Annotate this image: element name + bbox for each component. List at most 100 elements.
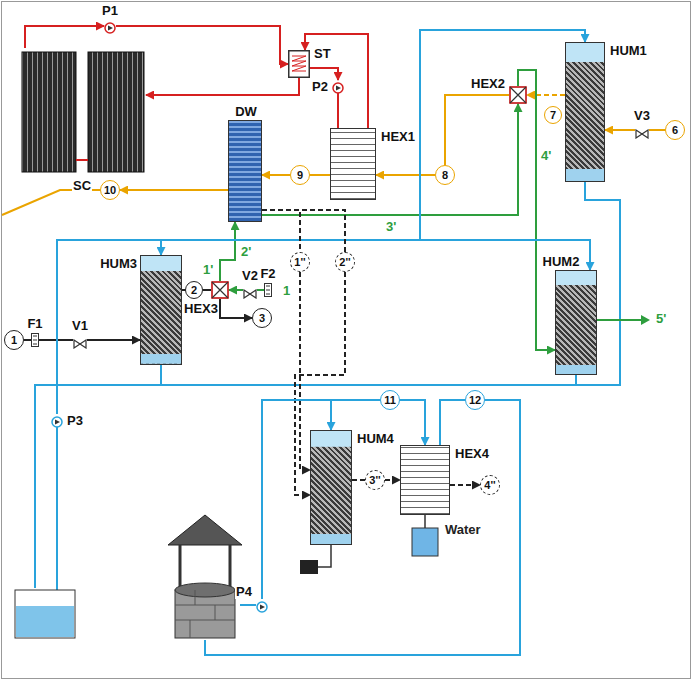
flow-line xyxy=(649,129,665,131)
component-label: P4 xyxy=(235,584,253,599)
state-number: 4'' xyxy=(484,479,495,491)
flow-line xyxy=(450,484,480,486)
state-point: 1 xyxy=(4,330,24,350)
pump-symbol: P1 xyxy=(104,20,116,32)
state-number: 3 xyxy=(259,312,265,324)
pump-body xyxy=(333,83,343,93)
well xyxy=(168,515,242,638)
component-label: V3 xyxy=(633,108,651,123)
valve-symbol: V3 xyxy=(635,125,649,135)
state-number: 2'' xyxy=(339,256,350,268)
tank-water xyxy=(16,606,74,637)
state-number: 9 xyxy=(297,169,303,181)
humidifier: HUM3 xyxy=(140,255,182,365)
stream-label: 1' xyxy=(202,262,214,277)
pump-icon xyxy=(104,22,116,34)
hex-body xyxy=(510,87,526,103)
state-number: 7 xyxy=(550,109,556,121)
valve-body xyxy=(636,130,648,138)
pump-symbol: P4 xyxy=(256,599,268,611)
crossflow-heat-exchanger: HEX2 xyxy=(509,86,527,104)
air-outlet xyxy=(597,319,642,321)
flow-line xyxy=(57,240,590,414)
arrowhead xyxy=(641,315,650,325)
flow-line xyxy=(262,210,300,252)
flow-line xyxy=(257,289,264,291)
tank-body xyxy=(289,51,310,78)
flow-line xyxy=(229,289,243,291)
valve-symbol: V2 xyxy=(243,285,257,295)
stream-label: 4' xyxy=(540,148,552,163)
humidifier: HUM4 xyxy=(310,430,352,545)
component-label: P3 xyxy=(66,413,84,428)
pump-icon xyxy=(51,416,63,428)
flow-line xyxy=(305,34,368,128)
component-label: V1 xyxy=(71,318,89,333)
flow-line xyxy=(385,479,400,481)
tank xyxy=(15,590,75,638)
pump-body xyxy=(257,602,267,612)
component-label: DW xyxy=(234,104,258,119)
state-point: 4'' xyxy=(480,475,500,495)
pump-body xyxy=(105,23,115,33)
valve-body xyxy=(74,340,86,348)
component-label: ST xyxy=(313,46,332,61)
state-number: 1'' xyxy=(294,256,305,268)
tank-coil xyxy=(292,56,306,71)
filter-mesh xyxy=(266,286,270,294)
flow-line xyxy=(220,299,252,318)
flow-line xyxy=(25,26,104,48)
stream-label: 1 xyxy=(282,283,291,298)
state-point: 8 xyxy=(435,165,455,185)
flow-line xyxy=(262,104,518,215)
state-point: 11 xyxy=(380,390,400,410)
pump-symbol: P2 xyxy=(332,80,344,92)
well-stones xyxy=(175,590,235,638)
component-label: F2 xyxy=(259,266,276,281)
component-label: P1 xyxy=(101,3,119,18)
water-tank xyxy=(412,528,438,556)
stream-label: 3' xyxy=(385,219,397,234)
flow-line xyxy=(262,210,345,252)
pump-icon xyxy=(332,82,344,94)
flow-line xyxy=(352,479,365,481)
filter-mesh xyxy=(33,336,37,344)
hex-icon xyxy=(509,86,527,104)
pipe xyxy=(76,159,88,161)
state-number: 6 xyxy=(672,124,678,136)
component-label: HEX4 xyxy=(454,446,490,461)
heat-exchanger: HEX4 xyxy=(400,445,450,515)
state-number: 3'' xyxy=(369,474,380,486)
flow-line xyxy=(527,94,565,96)
component-label: HUM1 xyxy=(609,43,648,58)
flow-line xyxy=(376,174,435,176)
flow-line xyxy=(116,26,288,64)
state-point: 3 xyxy=(252,308,272,328)
state-point: 9 xyxy=(290,165,310,185)
flow-line xyxy=(337,92,339,128)
crossflow-heat-exchanger: HEX3 xyxy=(211,281,229,299)
stream-label: 5' xyxy=(655,311,667,326)
component-label: HEX3 xyxy=(183,301,219,316)
hex-cross xyxy=(212,282,228,298)
component-label: V2 xyxy=(241,268,259,283)
heat-exchanger: HEX1 xyxy=(330,128,376,200)
pump-body xyxy=(52,417,62,427)
filter-symbol: F1 xyxy=(31,333,39,347)
filter-icon xyxy=(31,333,39,347)
filter-body xyxy=(32,334,39,347)
well-roof xyxy=(168,515,242,545)
pump-symbol: P3 xyxy=(51,414,63,426)
component-label: HUM4 xyxy=(356,431,395,446)
flow-line xyxy=(203,289,211,291)
filter-symbol: F2 xyxy=(264,283,272,297)
component-label: HEX2 xyxy=(470,76,506,91)
pump-arrow xyxy=(55,420,60,425)
flow-line xyxy=(146,78,299,95)
brine-pipe xyxy=(161,365,576,385)
state-number: 10 xyxy=(104,184,116,196)
air-pipe xyxy=(2,190,100,215)
flow-line xyxy=(300,272,310,470)
desiccant-wheel: DW xyxy=(228,120,262,222)
